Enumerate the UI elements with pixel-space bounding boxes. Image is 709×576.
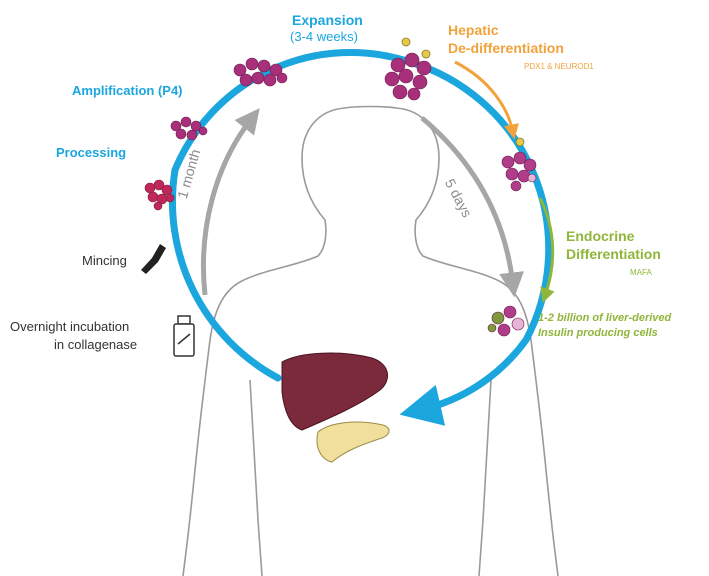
mincing-label: Mincing [82, 254, 127, 269]
blade-icon [141, 244, 166, 274]
endocrine-marker: MAFA [630, 268, 652, 277]
cell-cluster-insulin [488, 306, 524, 336]
hepatic-label-line1: Hepatic [448, 22, 499, 38]
endocrine-label-line2: Differentiation [566, 246, 661, 262]
result-label-line1: 1-2 billion of liver-derived [538, 312, 671, 325]
result-label-line2: Insulin producing cells [538, 327, 658, 340]
incubation-label-line2: in collagenase [54, 338, 137, 353]
vial-icon [174, 316, 194, 356]
inner-arrow-left [203, 118, 252, 295]
body-outline [183, 107, 558, 576]
processing-label: Processing [56, 146, 126, 161]
liver-icon [282, 353, 388, 430]
hepatic-markers: PDX1 & NEUROD1 [524, 62, 594, 71]
endocrine-label-line1: Endocrine [566, 228, 634, 244]
expansion-duration: (3-4 weeks) [290, 30, 358, 45]
incubation-label-line1: Overnight incubation [10, 320, 129, 335]
expansion-title: Expansion [292, 12, 363, 28]
pancreas-icon [317, 422, 389, 462]
hepatic-label-line2: De-differentiation [448, 40, 564, 56]
amplification-label: Amplification (P4) [72, 84, 183, 99]
